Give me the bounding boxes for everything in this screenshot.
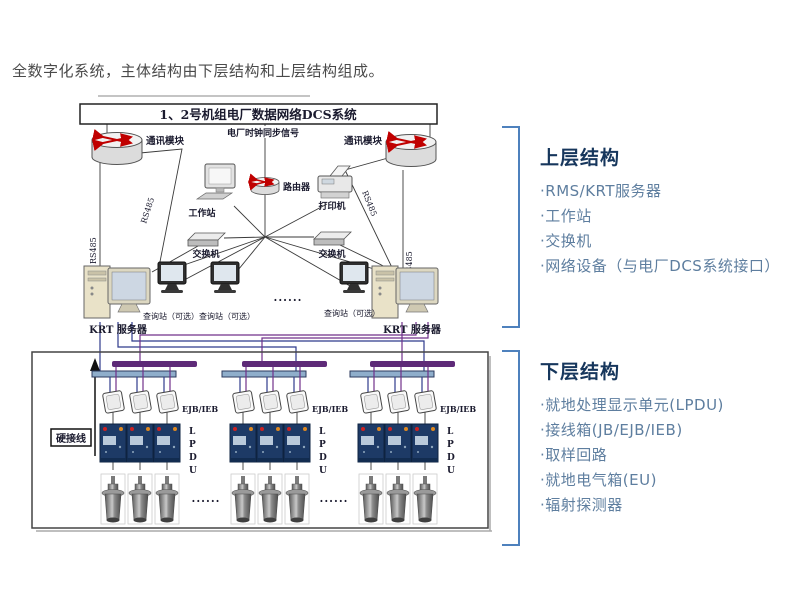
krt-server-left-label: KRT 服务器 <box>89 323 148 336</box>
workstation-icon <box>195 163 236 200</box>
clock-label-bg <box>216 126 310 138</box>
krt-server-right-icon <box>371 265 439 319</box>
printer-label: 打印机 <box>318 200 345 212</box>
field-group-2: EJB/IEB LP DU <box>221 361 348 525</box>
svg-text:P: P <box>189 440 196 450</box>
router-label: 路由器 <box>283 181 311 193</box>
router-icon <box>248 173 280 195</box>
lower-item-radiation-detector: ·辐射探测器 <box>540 496 623 514</box>
clock-signal-label: 电厂时钟同步信号 <box>227 127 299 139</box>
upper-item-rms-krt-server: ·RMS/KRT服务器 <box>540 182 662 200</box>
network-architecture-diagram: 1、2号机组电厂数据网络DCS系统 电厂时钟同步信号 通讯模块 通讯模块 RS4… <box>31 95 492 532</box>
switch-left-icon <box>187 232 226 247</box>
rs485-right-vertical-label: RS485 <box>405 251 414 278</box>
lower-item-electrical-box: ·就地电气箱(EU) <box>540 471 657 489</box>
lower-item-sampling-loop: ·取样回路 <box>540 446 608 464</box>
ejb-label-3: EJB/IEB <box>440 404 476 414</box>
bus-links <box>99 322 429 371</box>
svg-text:U: U <box>319 466 327 476</box>
svg-text:P: P <box>447 440 454 450</box>
intro-sentence: 全数字化系统，主体结构由下层结构和上层结构组成。 <box>12 62 385 80</box>
svg-text:L: L <box>319 427 326 437</box>
lower-item-lpdu: ·就地处理显示单元(LPDU) <box>540 396 724 414</box>
svg-text:D: D <box>189 453 197 463</box>
field-group-3: EJB/IEB LP DU <box>349 361 476 525</box>
field-cabinet-box <box>31 351 489 529</box>
upper-item-network-device: ·网络设备（与电厂DCS系统接口） <box>540 257 780 275</box>
upper-structure-panel: 上层结构 ·RMS/KRT服务器 ·工作站 ·交换机 ·网络设备（与电厂DCS系… <box>540 143 790 279</box>
comm-module-left-label: 通讯模块 <box>146 135 185 147</box>
query-station-1-icon <box>157 261 187 294</box>
svg-text:D: D <box>319 453 327 463</box>
rs485-right-diagonal-label: RS485 <box>360 189 378 217</box>
upper-item-workstation: ·工作站 <box>540 207 592 225</box>
dcs-network-box <box>79 103 438 125</box>
lower-structure-panel: 下层结构 ·就地处理显示单元(LPDU) ·接线箱(JB/EJB/IEB) ·取… <box>540 357 790 518</box>
svg-text:U: U <box>189 466 197 476</box>
svg-text:D: D <box>447 453 455 463</box>
svg-text:P: P <box>319 440 326 450</box>
comm-module-right-label: 通讯模块 <box>344 135 383 147</box>
switch-left-label: 交换机 <box>192 248 219 260</box>
dcs-network-title: 1、2号机组电厂数据网络DCS系统 <box>159 107 357 122</box>
hard-wire-arrow <box>90 358 100 456</box>
ejb-label-1: EJB/IEB <box>182 404 218 414</box>
rs485-left-diagonal-label: RS485 <box>139 196 156 224</box>
ejb-label-2: EJB/IEB <box>312 404 348 414</box>
query-station-2-icon <box>210 261 240 294</box>
printer-icon <box>317 165 353 199</box>
switch-right-icon <box>313 231 352 246</box>
lower-structure-bracket <box>502 350 520 546</box>
switch-right-label: 交换机 <box>318 248 345 260</box>
lower-structure-title: 下层结构 <box>540 361 621 383</box>
detector-ellipsis-2: ...... <box>320 492 349 505</box>
hard-wire-box <box>50 428 92 447</box>
comm-module-right-icon <box>386 135 436 167</box>
svg-text:L: L <box>189 427 196 437</box>
krt-server-right-label: KRT 服务器 <box>383 323 442 336</box>
detector-ellipsis-1: ...... <box>192 492 221 505</box>
upper-structure-title: 上层结构 <box>540 147 621 169</box>
lpdu-label-1: LP DU <box>189 427 197 476</box>
lpdu-label-3: LP DU <box>447 427 455 476</box>
query-ellipsis: ...... <box>274 291 303 304</box>
svg-text:U: U <box>447 466 455 476</box>
field-group-1: EJB/IEB LP DU <box>91 361 218 525</box>
krt-server-left-icon <box>83 265 151 319</box>
upper-item-switch: ·交换机 <box>540 232 592 250</box>
rs485-left-vertical-label: RS485 <box>89 237 98 264</box>
lpdu-label-2: LP DU <box>319 427 327 476</box>
query-stations-left-label: 查询站（可选）查询站（可选） <box>143 311 255 321</box>
hard-wire-label: 硬接线 <box>56 432 86 445</box>
lower-item-junction-box: ·接线箱(JB/EJB/IEB) <box>540 421 683 439</box>
comm-module-left-icon <box>92 133 142 165</box>
query-station-3-icon <box>339 261 369 294</box>
query-station-right-label: 查询站（可选） <box>324 308 380 318</box>
svg-text:L: L <box>447 427 454 437</box>
upper-structure-bracket <box>502 126 520 328</box>
workstation-label: 工作站 <box>188 207 215 219</box>
